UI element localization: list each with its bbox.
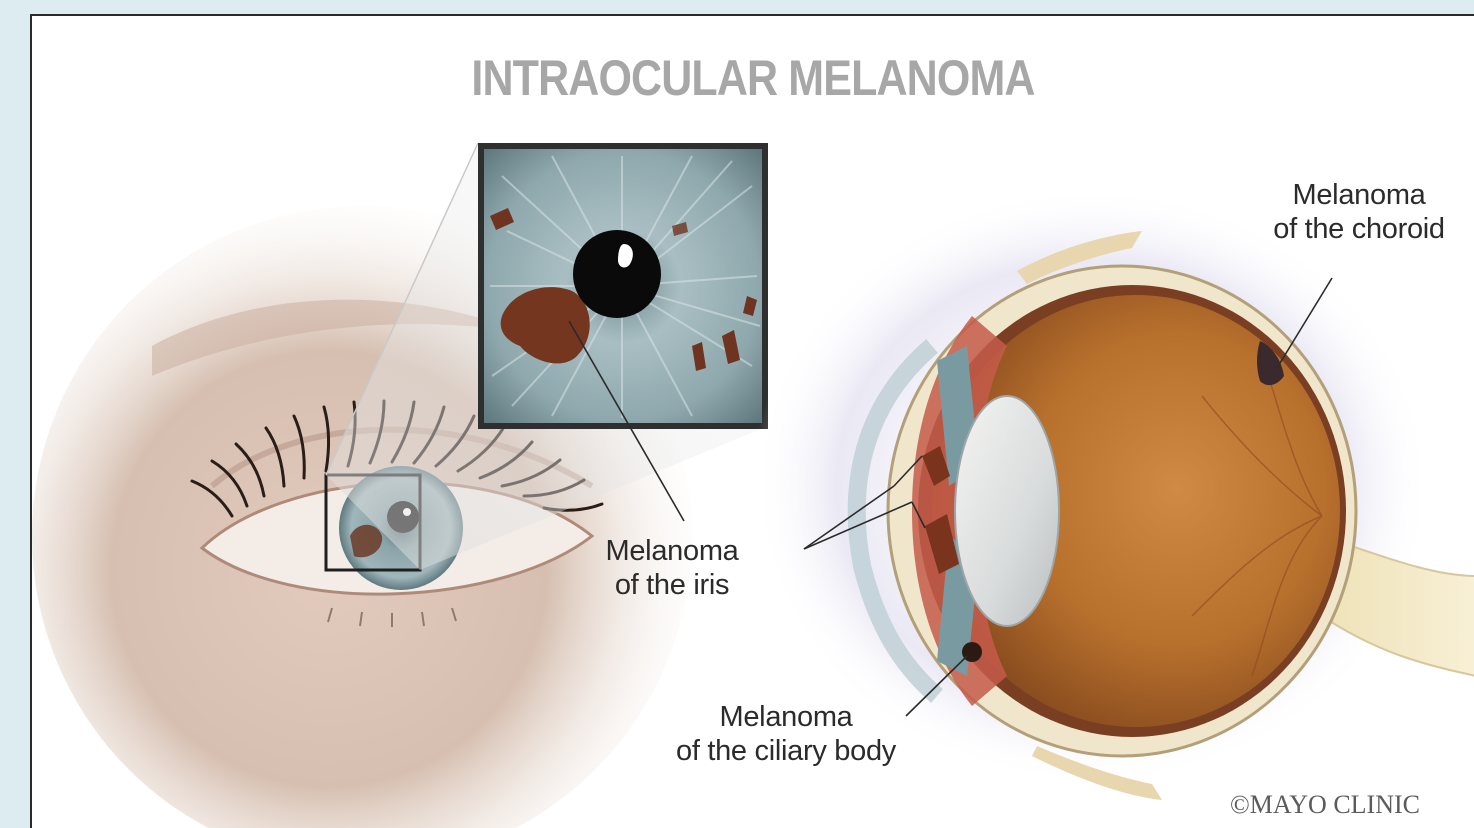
label-iris-line1: Melanoma: [592, 534, 752, 568]
label-choroid-line2: of the choroid: [1246, 212, 1472, 246]
page-title: INTRAOCULAR MELANOMA: [133, 48, 1373, 108]
label-melanoma-choroid: Melanoma of the choroid: [1246, 178, 1472, 246]
label-ciliary-line1: Melanoma: [636, 700, 936, 734]
label-melanoma-ciliary-body: Melanoma of the ciliary body: [636, 700, 936, 768]
magnified-iris-inset: [478, 143, 768, 429]
label-iris-line2: of the iris: [592, 568, 752, 602]
illustration-panel: INTRAOCULAR MELANOMA Melanoma of the cho…: [30, 14, 1474, 828]
label-ciliary-line2: of the ciliary body: [636, 734, 936, 768]
label-melanoma-iris: Melanoma of the iris: [592, 534, 752, 602]
label-choroid-line1: Melanoma: [1246, 178, 1472, 212]
copyright-credit: ©MAYO CLINIC: [1230, 790, 1420, 820]
